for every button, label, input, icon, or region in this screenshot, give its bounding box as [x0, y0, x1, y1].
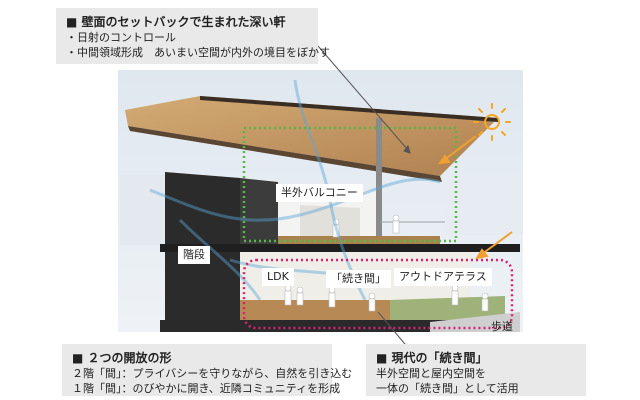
callout-modern-tsuzukima: ■ 現代の「続き間」 半外空間と屋内空間を 一体の「続き間」として活用	[366, 344, 586, 396]
people-figures	[284, 214, 489, 312]
callout-line: ２階「間」：プライバシーを守りながら、自然を引き込む	[72, 367, 353, 380]
upper-ma-region-outline	[242, 126, 458, 243]
roof-edge	[128, 126, 442, 182]
upper-wall	[240, 178, 278, 244]
callout-line: １階「間」：のびやかに開き、近隣コミュニティを形成	[72, 382, 341, 395]
callout-title: ■ 壁面のセットバックで生まれた深い軒	[66, 15, 286, 29]
callout-line: ・日射のコントロール	[66, 31, 176, 44]
callout-line: ・中間領域形成 あいまい空間が内外の境目をぼかす	[66, 46, 330, 59]
sun-ray-arrow-icon	[437, 135, 513, 260]
callout-title: ■ 現代の「続き間」	[376, 351, 488, 365]
callout-line: 一体の「続き間」として活用	[376, 382, 519, 395]
background-building	[445, 175, 523, 235]
label-stairs: 階段	[178, 246, 210, 264]
background-building	[120, 175, 165, 245]
sidewalk-surface	[430, 312, 520, 332]
roof-eave	[125, 96, 498, 176]
column	[376, 118, 382, 244]
callout-deep-eave: ■ 壁面のセットバックで生まれた深い軒 ・日射のコントロール ・中間領域形成 あ…	[56, 8, 330, 64]
terrace-green	[390, 296, 505, 322]
callout-two-openings: ■ ２つの開放の形 ２階「間」：プライバシーを守りながら、自然を引き込む １階「…	[62, 344, 353, 396]
label-half-outdoor-balcony: 半外バルコニー	[276, 184, 363, 202]
roof-top-edge	[200, 96, 498, 122]
label-outdoor-terrace: アウトドアテラス	[394, 268, 492, 286]
sun-icon	[473, 103, 511, 141]
floor-slab	[160, 244, 520, 252]
callout-title: ■ ２つの開放の形	[72, 351, 172, 365]
callout-line: 半外空間と屋内空間を	[376, 367, 486, 380]
lower-ma-region-outline	[242, 258, 514, 330]
label-sidewalk: 歩道	[491, 320, 513, 333]
label-tsuzukima: 「続き間」	[326, 270, 391, 288]
label-ldk: LDK	[262, 268, 294, 286]
upper-interior-wall	[300, 205, 360, 244]
